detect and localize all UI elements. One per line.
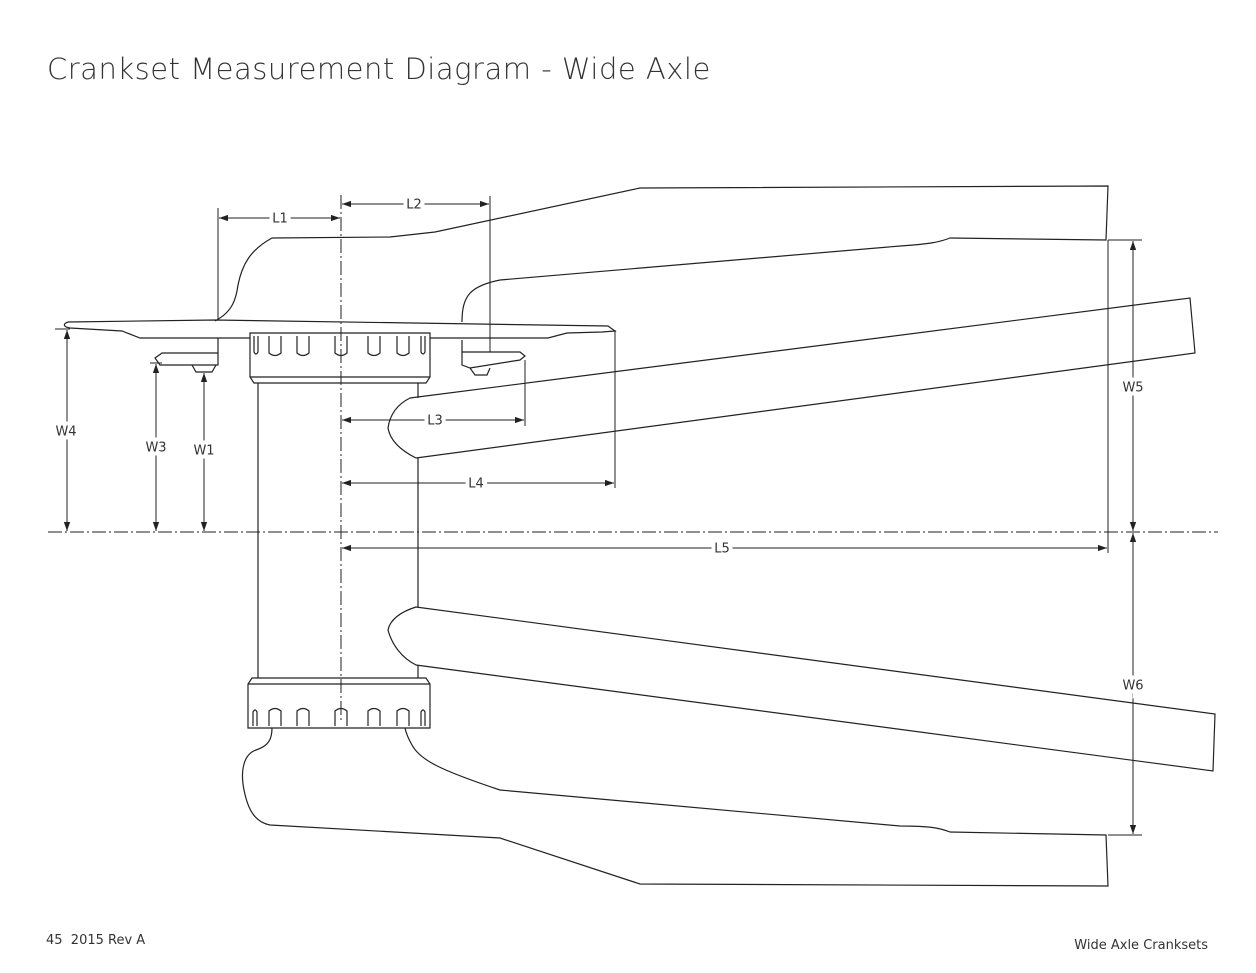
section-name: Wide Axle Cranksets — [1074, 938, 1208, 953]
page-number-revision: 45 2015 Rev A — [46, 933, 146, 948]
label-L2: L2 — [406, 198, 422, 213]
right-chainring-bolt — [461, 340, 526, 376]
upper-crank-arm — [214, 185, 1109, 323]
upper-right-arm — [387, 297, 1196, 459]
label-W3: W3 — [145, 441, 166, 456]
page-title: Crankset Measurement Diagram - Wide Axle — [47, 52, 711, 86]
label-L5: L5 — [714, 542, 730, 557]
label-L1: L1 — [272, 212, 288, 227]
label-L4: L4 — [468, 477, 484, 492]
lower-right-arm — [387, 606, 1216, 772]
label-W6: W6 — [1122, 679, 1143, 694]
label-W4: W4 — [55, 425, 76, 440]
chainring — [63, 319, 617, 339]
extension-lines — [55, 196, 1142, 836]
lower-crank-arm — [241, 727, 1109, 887]
label-W5: W5 — [1122, 381, 1143, 396]
upper-bb-cup — [249, 332, 431, 384]
lower-bb-cup — [247, 677, 431, 729]
label-W1: W1 — [193, 444, 214, 459]
left-chainring-bolt — [154, 338, 219, 373]
label-L3: L3 — [427, 414, 443, 429]
